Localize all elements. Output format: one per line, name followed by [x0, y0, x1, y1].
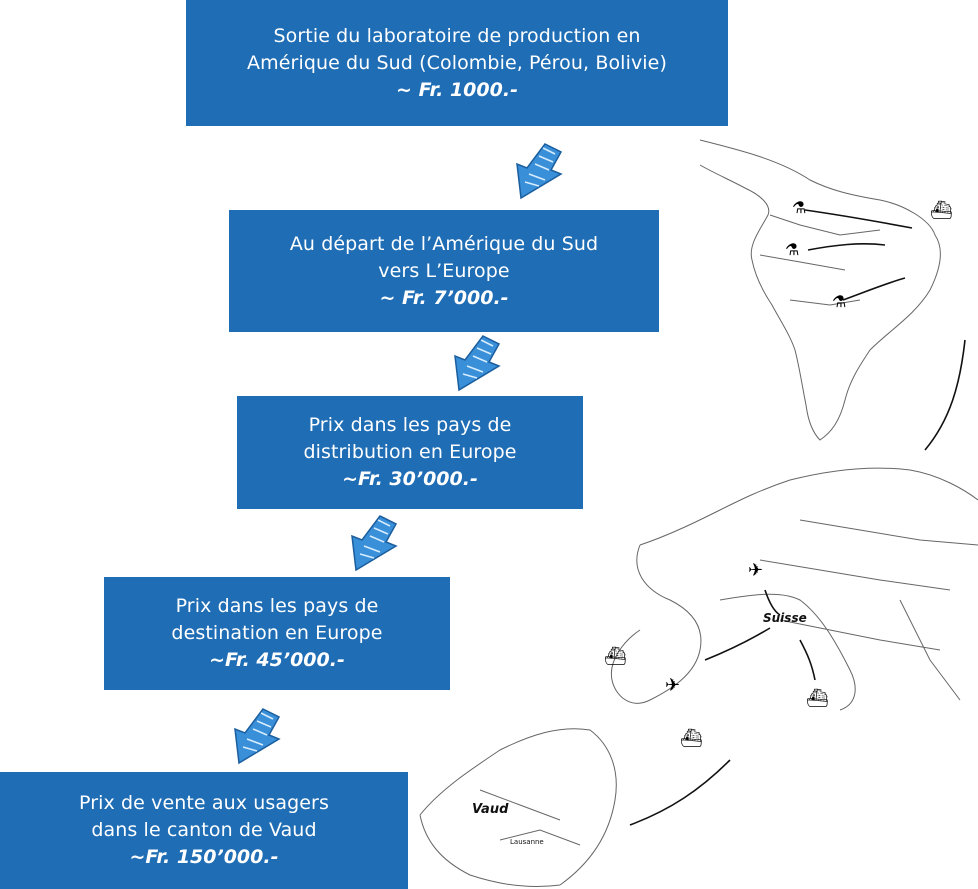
step-1-line-2: Amérique du Sud (Colombie, Pérou, Bolivi… [247, 51, 667, 74]
flow-arrow-icon [351, 515, 398, 572]
step-2-price: ~ Fr. 7’000.- [379, 286, 509, 309]
lab-icon: ⚗ [832, 292, 847, 311]
south-america-map [699, 139, 941, 441]
step-2-line-1: Au départ de l’Amérique du Sud [289, 232, 599, 255]
step-5-line-1: Prix de vente aux usagers [79, 792, 329, 814]
ship-icon: ⛴ [930, 200, 953, 221]
step-3-box: Prix dans les pays de distribution en Eu… [237, 396, 583, 509]
vaud-map [419, 728, 617, 887]
step-4-box: Prix dans les pays de destination en Eur… [104, 577, 450, 690]
step-4-price: ~Fr. 45’000.- [209, 649, 345, 671]
step-1-price: ~ Fr. 1000.- [396, 78, 518, 101]
step-5-price: ~Fr. 150’000.- [129, 846, 279, 868]
step-4-line-2: destination en Europe [171, 622, 383, 644]
ship-icon: ⛴ [680, 728, 703, 749]
step-3-line-1: Prix dans les pays de [308, 414, 512, 436]
step-2-box: Au départ de l’Amérique du Sud vers L’Eu… [229, 210, 659, 332]
ship-icon: ⛴ [806, 688, 829, 709]
map-label-suisse: Suisse [763, 611, 807, 625]
europe-map [610, 467, 978, 711]
flow-arrow-icon [234, 708, 281, 765]
step-5-box: Prix de vente aux usagers dans le canton… [0, 772, 408, 889]
plane-icon: ✈ [665, 675, 681, 696]
lab-icon: ⚗ [785, 240, 800, 259]
step-1-box: Sortie du laboratoire de production en A… [186, 0, 728, 126]
lab-icon: ⚗ [792, 198, 807, 217]
step-5-line-2: dans le canton de Vaud [91, 819, 317, 841]
flow-arrow-icon [516, 143, 563, 200]
step-1-line-1: Sortie du laboratoire de production en [273, 24, 641, 47]
step-3-price: ~Fr. 30’000.- [342, 468, 478, 490]
step-2-line-2: vers L’Europe [378, 259, 510, 282]
step-3-line-2: distribution en Europe [303, 441, 517, 463]
plane-icon: ✈ [748, 560, 764, 581]
map-label-lausanne: Lausanne [510, 838, 544, 846]
step-4-line-1: Prix dans les pays de [175, 595, 379, 617]
ship-icon: ⛴ [604, 646, 627, 667]
flow-arrow-icon [454, 335, 501, 392]
map-label-vaud: Vaud [472, 802, 509, 817]
